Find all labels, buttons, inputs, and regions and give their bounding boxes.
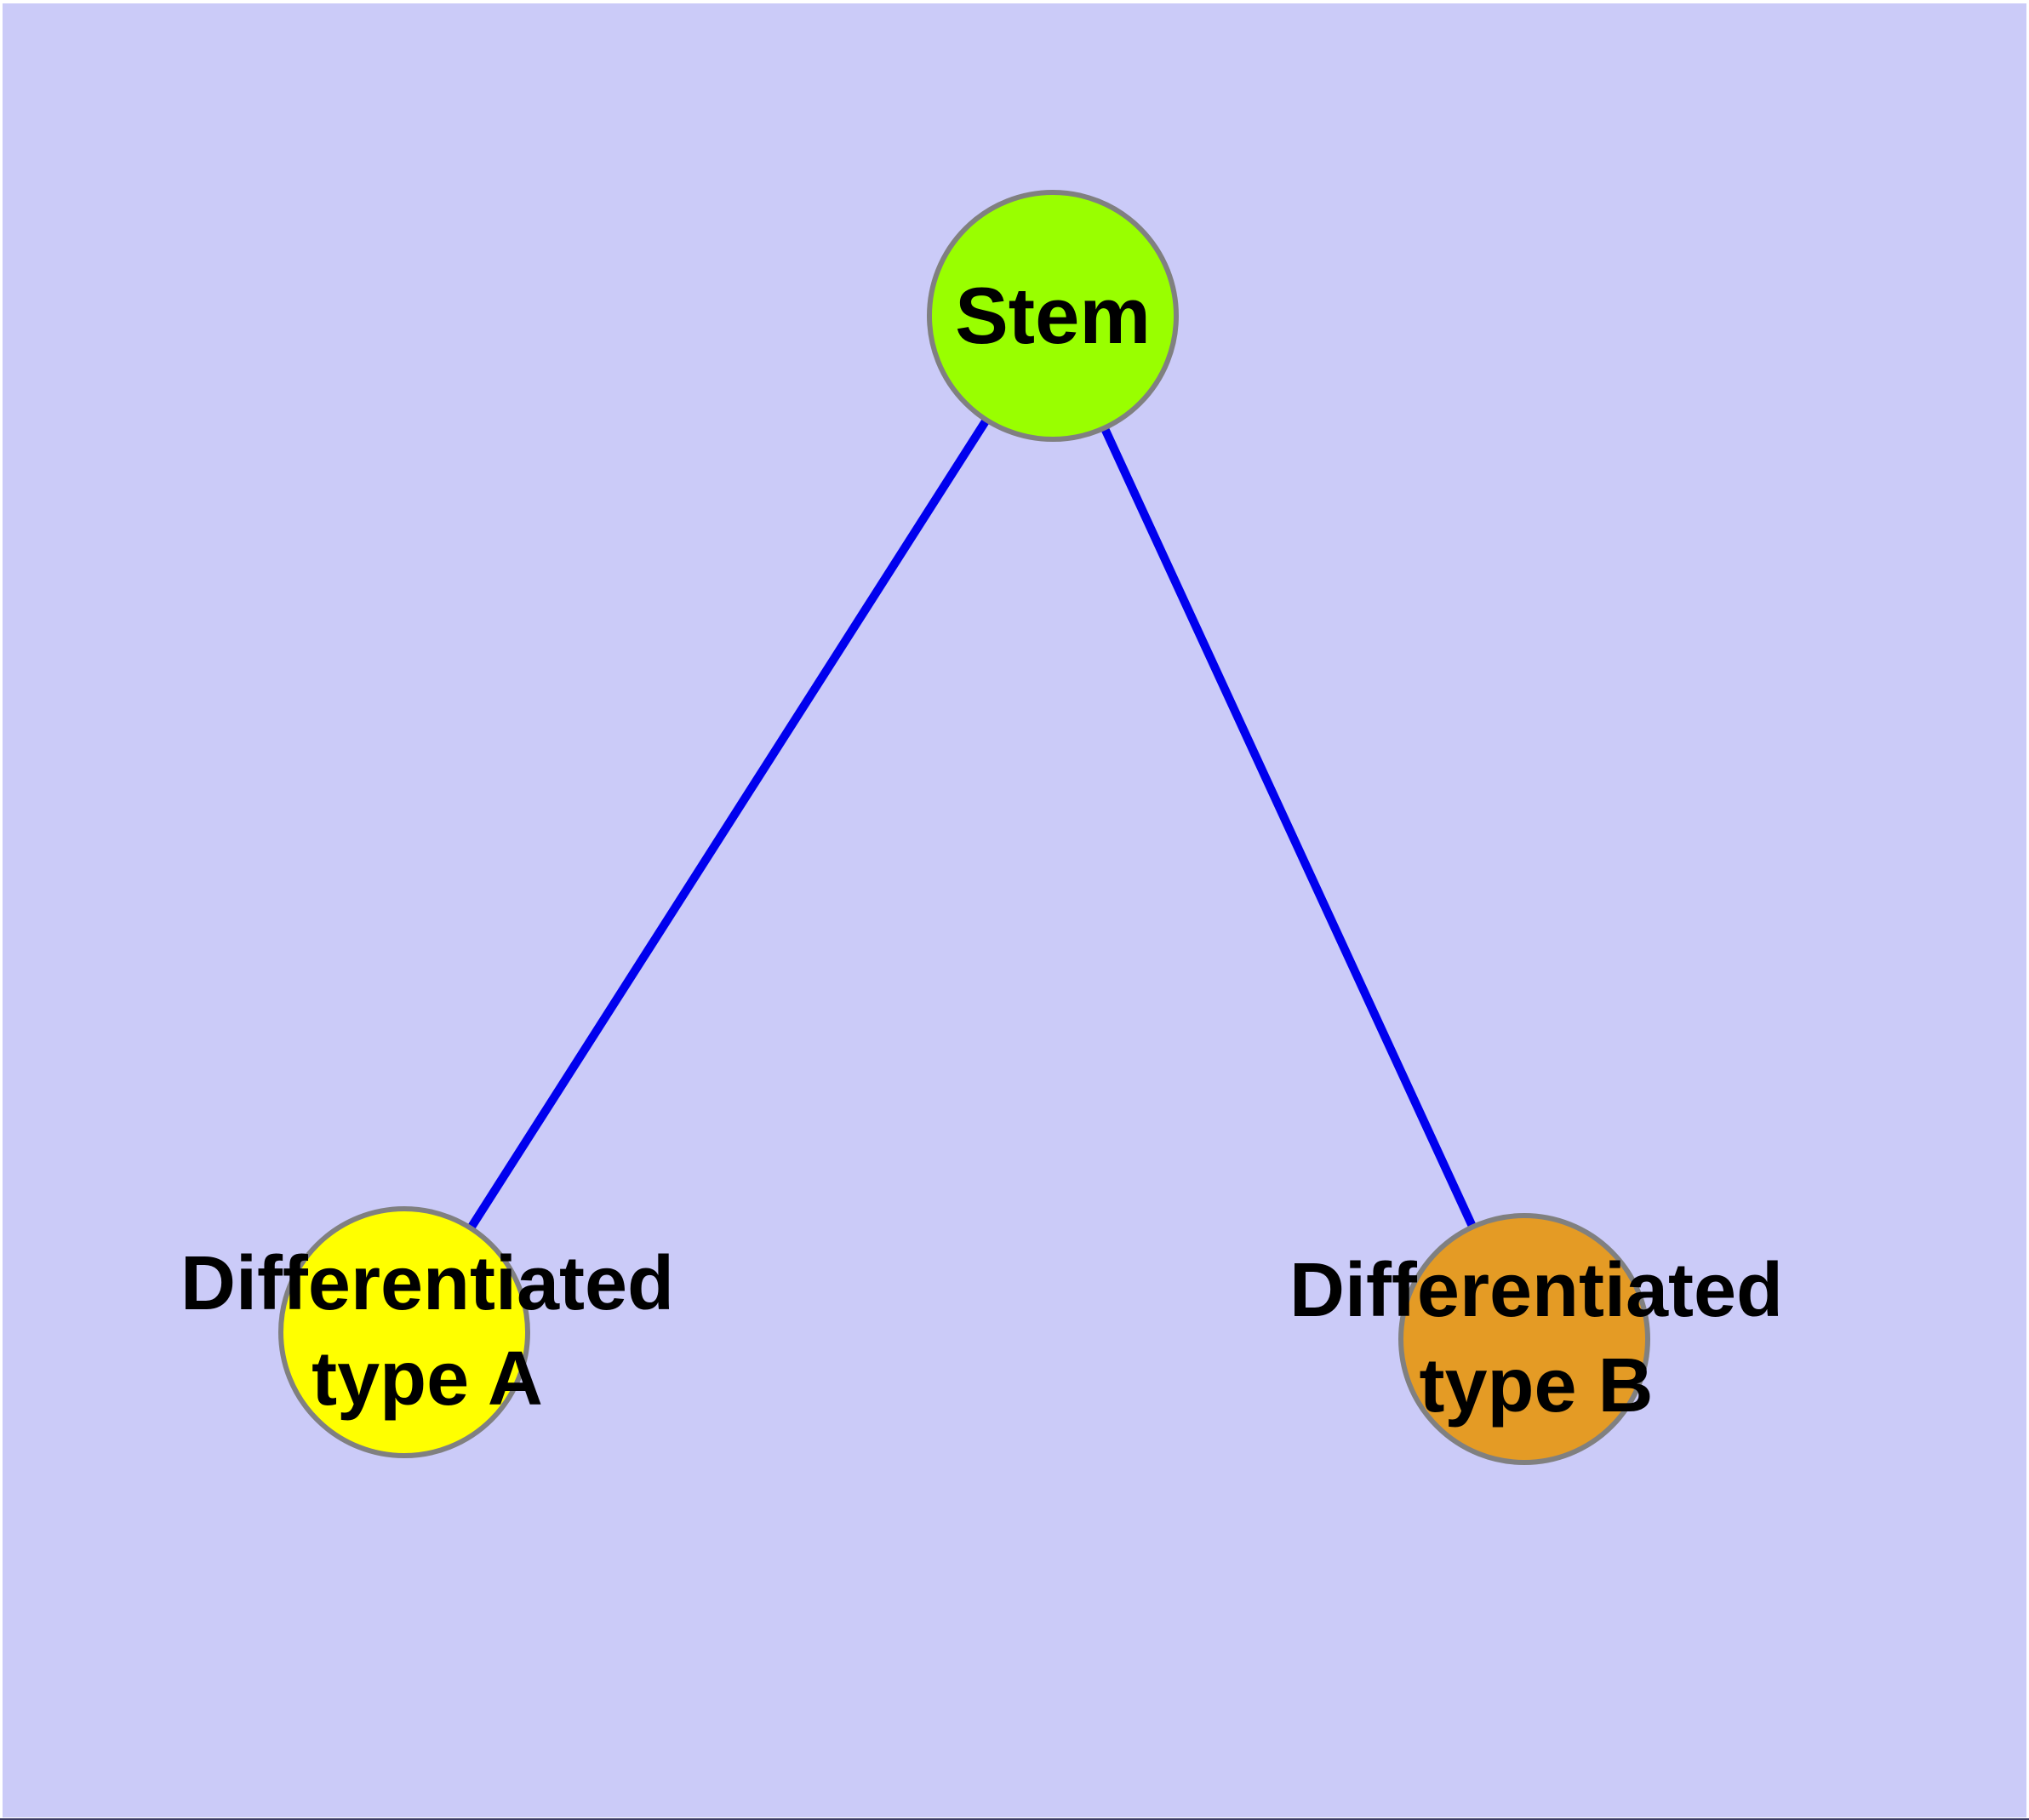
window-bottom-edge xyxy=(0,1818,2029,1820)
node-stem[interactable] xyxy=(927,190,1179,442)
edge-stem-to-type-b xyxy=(1049,313,1529,1342)
edge-stem-to-type-a xyxy=(400,313,1057,1335)
node-differentiated-type-a[interactable] xyxy=(278,1206,530,1458)
node-differentiated-type-b[interactable] xyxy=(1398,1213,1650,1465)
